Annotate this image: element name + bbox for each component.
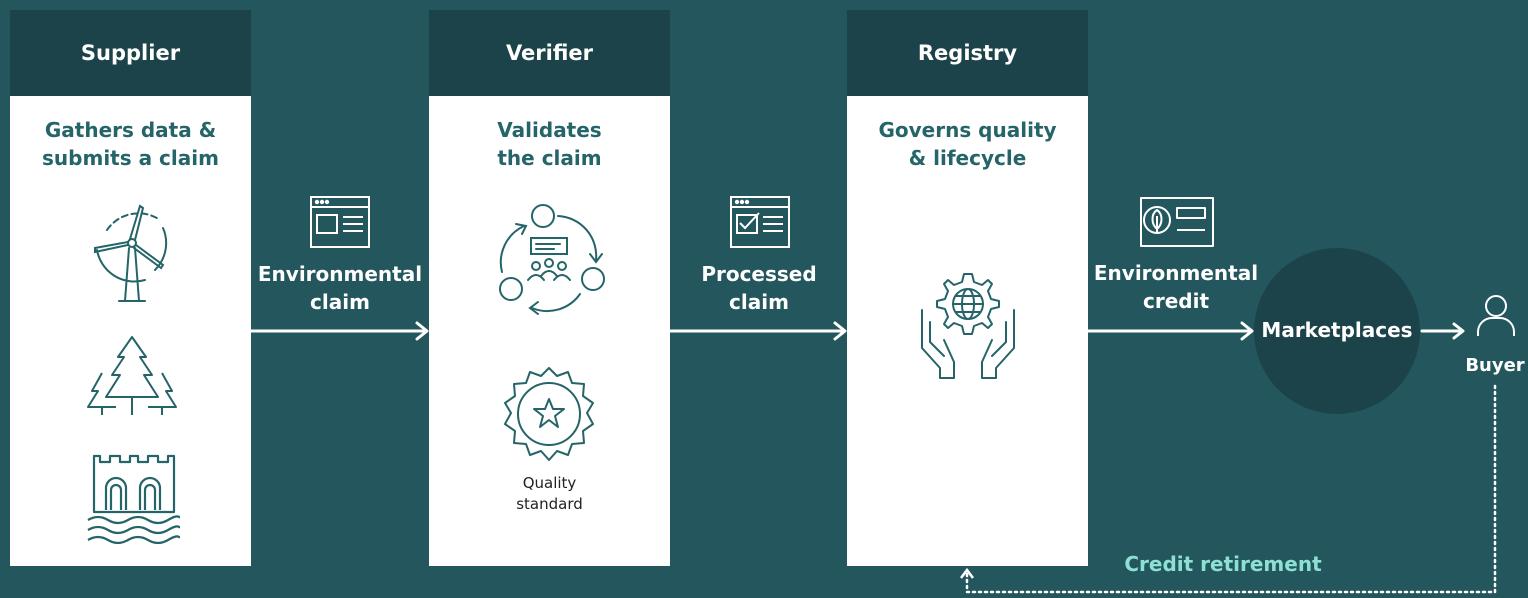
leaf-card-icon [1140, 197, 1214, 247]
user-icon [1477, 295, 1515, 336]
marketplaces-circle: Marketplaces [1254, 248, 1420, 414]
document-icon [310, 196, 370, 248]
retirement-arrowhead [960, 567, 974, 579]
verifier-panel: Validates the claim Quality standard [429, 96, 670, 566]
trees-icon [87, 336, 177, 415]
quality-badge-icon [504, 367, 594, 461]
hands-globe-gear-icon [921, 273, 1015, 379]
buyer-label: Buyer [1465, 355, 1525, 376]
arrow-registry-to-marketplaces [1086, 321, 1254, 341]
checklist-document-icon [730, 196, 790, 248]
arrow-verifier-to-registry [668, 321, 847, 341]
processed-claim-label: Processed claim [701, 262, 817, 314]
arrow-supplier-to-verifier [249, 321, 429, 341]
supplier-title: Gathers data & submits a claim [42, 118, 219, 170]
registry-header-label: Registry [917, 41, 1018, 65]
verifier-header: Verifier [429, 10, 670, 96]
registry-title: Governs quality & lifecycle [878, 118, 1057, 170]
registry-header: Registry [847, 10, 1088, 96]
environmental-credit-label: Environmental credit [1093, 261, 1259, 313]
arrow-marketplaces-to-buyer [1420, 322, 1465, 340]
credit-retirement-label: Credit retirement [1124, 552, 1322, 576]
verifier-title: Validates the claim [497, 118, 602, 170]
dam-icon [87, 454, 180, 544]
collaboration-cycle-icon [499, 204, 605, 315]
supplier-panel: Gathers data & submits a claim [10, 96, 251, 566]
marketplaces-label: Marketplaces [1261, 318, 1413, 342]
wind-turbine-icon [94, 204, 168, 302]
registry-panel: Governs quality & lifecycle [847, 96, 1088, 566]
environmental-claim-label: Environmental claim [257, 262, 423, 314]
verifier-header-label: Verifier [505, 41, 594, 65]
supplier-header-label: Supplier [80, 41, 181, 65]
credit-retirement-path [965, 384, 1497, 594]
supplier-header: Supplier [10, 10, 251, 96]
quality-standard-label: Quality standard [516, 474, 583, 513]
